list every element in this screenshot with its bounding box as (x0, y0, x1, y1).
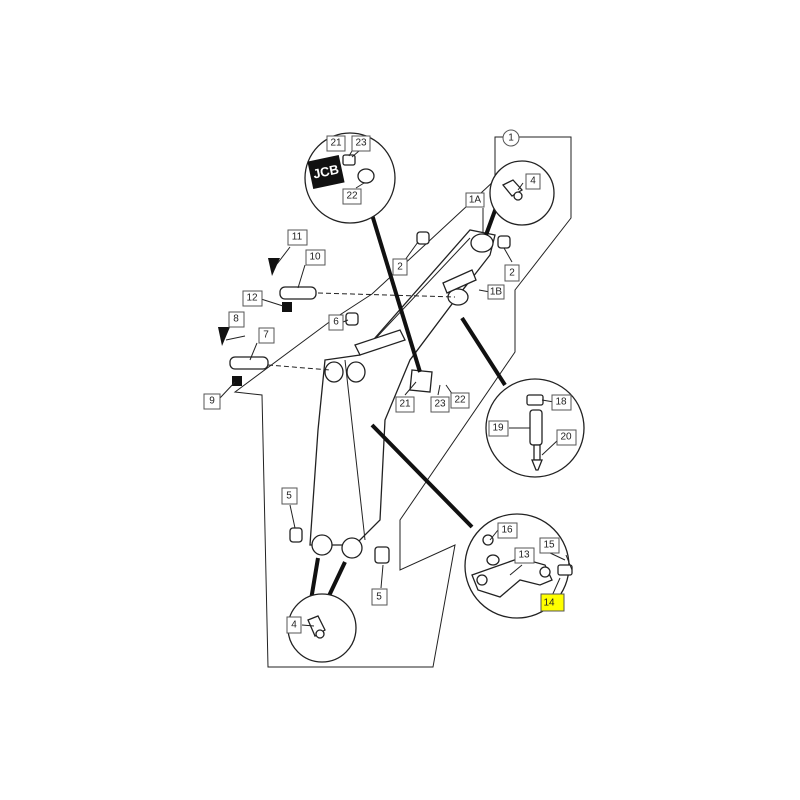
svg-text:13: 13 (518, 550, 530, 561)
leader-grease-bottom-b (325, 561, 347, 601)
leader-logo (368, 207, 422, 373)
callout-8: 8 (228, 311, 245, 328)
svg-text:2: 2 (509, 268, 515, 279)
callout-7: 7 (258, 327, 275, 344)
leader-ram (460, 316, 507, 387)
svg-text:19: 19 (492, 423, 504, 434)
leader-link (370, 423, 474, 529)
callout-1a: 1A (465, 192, 485, 208)
pin-9-marker (232, 376, 242, 386)
svg-text:14: 14 (543, 598, 555, 609)
svg-text:22: 22 (346, 191, 358, 202)
svg-text:4: 4 (291, 620, 297, 631)
callout-4-top: 4 (525, 173, 541, 190)
pin-10-guide (317, 292, 456, 298)
callout-leaders (219, 150, 566, 627)
svg-text:23: 23 (434, 399, 446, 410)
svg-text:1B: 1B (490, 287, 503, 298)
callout-5-right: 5 (371, 588, 388, 606)
callout-6: 6 (328, 314, 344, 331)
svg-text:18: 18 (555, 397, 567, 408)
callout-11: 11 (287, 229, 308, 246)
callout-10: 10 (305, 249, 326, 266)
svg-text:21: 21 (330, 138, 342, 149)
callout-15: 15 (539, 537, 560, 554)
pin-12-marker (282, 302, 292, 312)
callout-13: 13 (514, 547, 535, 564)
svg-text:1A: 1A (469, 195, 482, 206)
svg-text:4: 4 (530, 176, 536, 187)
svg-text:2: 2 (397, 262, 403, 273)
callout-14: 14 (540, 593, 565, 612)
svg-text:12: 12 (246, 293, 258, 304)
jcb-logo (307, 154, 345, 190)
assembly-outline (233, 136, 572, 668)
top-grease-detail-circle (489, 160, 555, 226)
svg-text:23: 23 (355, 138, 367, 149)
callout-16: 16 (497, 522, 518, 539)
svg-text:16: 16 (501, 525, 513, 536)
callout-19: 19 (488, 420, 509, 437)
callout-9: 9 (203, 393, 221, 410)
pin-7-guide (267, 364, 331, 371)
callout-22-body: 22 (450, 392, 470, 409)
pin-11-marker (268, 258, 280, 276)
svg-text:5: 5 (376, 592, 382, 603)
callout-1: 1 (502, 129, 520, 147)
svg-text:10: 10 (309, 252, 321, 263)
callout-4-bottom: 4 (286, 616, 302, 634)
callout-21-body: 21 (395, 396, 415, 413)
callout-23-detail: 23 (351, 135, 371, 152)
svg-text:7: 7 (263, 330, 269, 341)
logo-detail-circle: JCB (304, 132, 396, 224)
callout-12: 12 (242, 290, 263, 307)
bottom-grease-detail-circle (287, 593, 357, 663)
svg-text:6: 6 (333, 317, 339, 328)
svg-text:5: 5 (286, 491, 292, 502)
callout-22-detail: 22 (342, 188, 362, 205)
pin-8-marker (218, 327, 230, 346)
svg-text:11: 11 (292, 232, 303, 243)
svg-text:1: 1 (508, 133, 514, 144)
svg-text:21: 21 (399, 399, 411, 410)
jcb-logo-text: JCB (312, 161, 341, 181)
svg-text:15: 15 (543, 540, 555, 551)
callout-18: 18 (551, 394, 572, 411)
callout-1b: 1B (487, 284, 505, 300)
svg-text:20: 20 (560, 432, 572, 443)
callout-2-right: 2 (504, 264, 520, 282)
callout-21-detail: 21 (326, 135, 346, 152)
callout-5-left: 5 (281, 487, 298, 505)
svg-text:22: 22 (454, 395, 466, 406)
svg-text:8: 8 (233, 314, 239, 325)
leader-grease-bottom-a (309, 557, 320, 601)
callout-2-left: 2 (392, 258, 408, 276)
loose-parts (218, 231, 511, 564)
callout-23-body: 23 (430, 396, 450, 413)
dipper-arm (309, 229, 496, 559)
svg-text:9: 9 (209, 396, 215, 407)
callout-20: 20 (556, 429, 577, 446)
